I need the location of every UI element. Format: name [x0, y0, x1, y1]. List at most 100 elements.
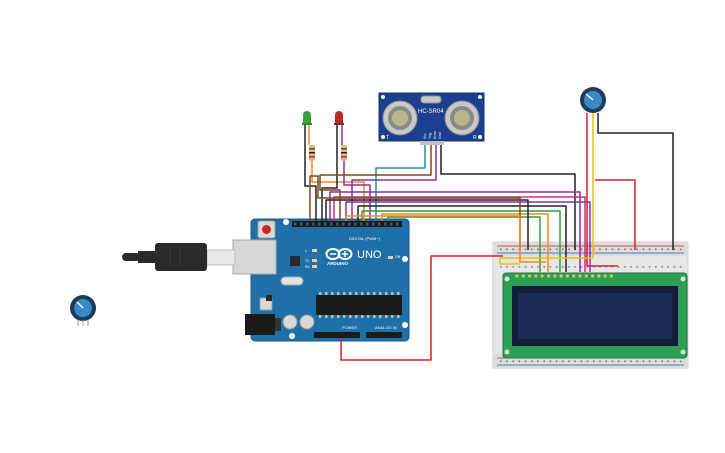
arduino-uno[interactable]: UNO ARDUINO DIGITAL (PWM~) POWER ANALOG … — [206, 218, 410, 342]
analog-label: ANALOG IN — [375, 325, 397, 330]
chip-leg — [349, 292, 352, 295]
bb-hole — [661, 360, 663, 363]
bb-hole — [617, 266, 620, 268]
header-pin — [318, 222, 321, 226]
bb-hole — [518, 360, 521, 363]
header-pin — [390, 222, 393, 226]
l-label: L — [305, 249, 307, 253]
atmega-chip — [316, 295, 402, 315]
wire-pot-black — [597, 113, 674, 250]
wire-lcd-9 — [309, 175, 521, 250]
header-pin — [336, 222, 339, 226]
usb-port — [232, 239, 277, 275]
wire-lcd-7 — [387, 216, 541, 272]
chip-leg — [385, 292, 388, 295]
bb-hole — [630, 248, 632, 251]
bb-hole — [605, 360, 607, 363]
bb-hole — [605, 248, 607, 251]
header-pin — [300, 222, 303, 226]
chip-leg — [373, 292, 376, 295]
lcd-pin — [546, 274, 551, 278]
chip-leg — [337, 292, 340, 295]
bb-hole — [655, 360, 657, 363]
bb-hole — [642, 360, 645, 363]
usb-cable[interactable] — [122, 243, 207, 271]
bb-hole — [549, 266, 552, 268]
header-pin — [348, 222, 351, 226]
bb-hole — [648, 360, 651, 363]
wire-lcd-3 — [345, 201, 591, 272]
bb-hole — [605, 266, 607, 268]
bb-hole — [500, 248, 502, 251]
chip-leg — [349, 315, 352, 318]
potentiometer-right[interactable] — [580, 87, 606, 113]
bb-hole — [611, 248, 614, 251]
bb-hole — [549, 360, 552, 363]
led-red[interactable] — [334, 111, 344, 125]
bb-hole — [679, 266, 682, 268]
bb-hole — [562, 266, 564, 268]
chip-leg — [355, 315, 358, 318]
lcd-pin — [597, 274, 601, 278]
wire-lcd-4 — [357, 205, 567, 272]
bb-hole — [593, 248, 595, 251]
bb-hole — [642, 248, 645, 251]
led-green[interactable] — [302, 111, 312, 125]
bb-hole — [500, 266, 502, 268]
bb-hole — [624, 360, 626, 363]
arduino-logo — [325, 248, 353, 260]
potentiometer-left[interactable] — [70, 295, 96, 326]
header-pin — [372, 222, 375, 226]
bb-hole — [679, 360, 682, 363]
bb-hole — [624, 248, 626, 251]
bb-hole — [568, 248, 570, 251]
rx-label: RX — [305, 265, 311, 269]
bb-hole — [549, 248, 552, 251]
bb-hole — [537, 266, 539, 268]
chip-leg — [379, 292, 382, 295]
bb-hole — [599, 360, 601, 363]
bb-hole — [679, 248, 682, 251]
wire-rail-red — [595, 179, 636, 250]
sensor-pin-label: Gnd — [438, 132, 442, 139]
lcd-pin — [565, 274, 570, 278]
wire-lcd-1 — [329, 191, 581, 272]
lcd-pin — [591, 274, 595, 278]
bb-hole — [537, 360, 539, 363]
header-pin — [306, 222, 309, 226]
wires — [304, 113, 674, 361]
lcd-display[interactable] — [502, 272, 688, 359]
lcd-pin — [553, 274, 557, 278]
wire-us-trig — [319, 145, 432, 221]
lcd-pin — [578, 274, 582, 278]
bb-hole — [506, 248, 508, 251]
chip-leg — [373, 315, 376, 318]
chip-leg — [325, 315, 328, 318]
wire-lcd-2 — [333, 196, 586, 272]
header-pin — [354, 222, 357, 226]
lcd-pin — [515, 274, 519, 278]
lcd-pin — [528, 274, 532, 278]
bb-hole — [617, 248, 620, 251]
bb-hole — [524, 248, 527, 251]
tx-label: TX — [305, 259, 310, 263]
bb-hole — [500, 360, 502, 363]
bb-hole — [543, 248, 545, 251]
bb-hole — [667, 360, 669, 363]
power-label: POWER — [342, 325, 357, 330]
header-pin — [330, 222, 333, 226]
chip-leg — [343, 315, 346, 318]
bb-hole — [537, 248, 539, 251]
breadboard-holes — [500, 248, 682, 363]
wire-5v — [340, 255, 503, 361]
bb-hole — [630, 266, 632, 268]
bb-hole — [611, 266, 614, 268]
lcd-pin — [609, 274, 614, 278]
bb-hole — [543, 360, 545, 363]
digital-header — [292, 221, 402, 227]
bb-hole — [593, 266, 595, 268]
bb-hole — [580, 360, 583, 363]
header-pin — [312, 222, 315, 226]
bb-hole — [580, 266, 583, 268]
